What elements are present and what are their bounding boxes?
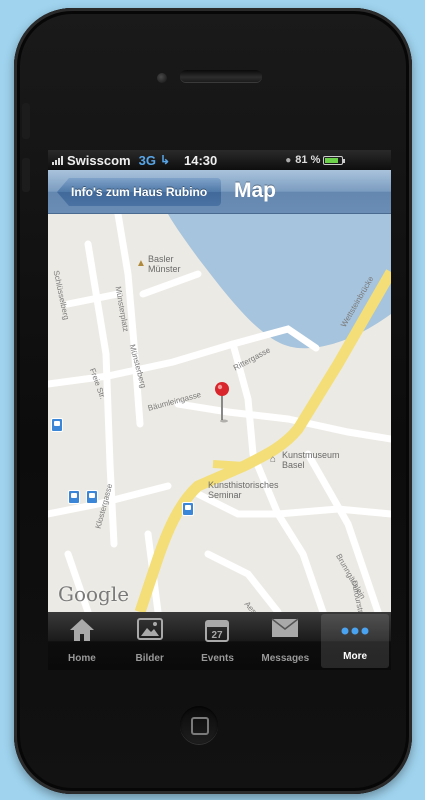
tram-stop-icon[interactable] <box>51 418 63 432</box>
battery-percent: 81 % <box>295 154 321 166</box>
tab-more[interactable]: More <box>321 614 389 668</box>
front-camera <box>157 73 167 83</box>
status-time: 14:30 <box>184 152 218 168</box>
major-road <box>134 269 391 612</box>
church-icon: ▲ <box>136 258 146 269</box>
tab-events[interactable]: 27 Events <box>184 612 252 670</box>
location-pin[interactable] <box>215 382 229 423</box>
carrier-name: Swisscom <box>67 152 131 168</box>
tram-stop-icon[interactable] <box>68 490 80 504</box>
label-basler-muenster: Basler Münster <box>148 254 181 274</box>
minor-roads <box>48 214 391 612</box>
volume-down-button <box>22 158 30 192</box>
tram-stop-icon[interactable] <box>86 490 98 504</box>
label-line: Basler <box>148 254 174 264</box>
picture-icon <box>136 618 163 640</box>
tab-bar: Home Bilder 27 Events Messages <box>48 612 391 670</box>
signal-icon <box>52 155 64 165</box>
label-line: Münster <box>148 264 181 274</box>
earpiece-speaker <box>180 70 262 82</box>
label-kunstmuseum: Kunstmuseum Basel <box>282 450 340 470</box>
tab-messages[interactable]: Messages <box>251 612 319 670</box>
volume-up-button <box>22 103 30 139</box>
lock-icon: ● <box>285 154 292 166</box>
tab-label: Messages <box>261 653 310 664</box>
tab-label: Home <box>68 653 96 664</box>
battery-fill <box>325 157 339 163</box>
label-line: Kunsthistorisches <box>208 480 279 490</box>
label-line: Kunstmuseum <box>282 450 340 460</box>
map-canvas <box>48 214 391 612</box>
phone-screen: Swisscom 3G ↳ 14:30 ● 81 % Info's zum Ha… <box>48 150 391 670</box>
back-button[interactable]: Info's zum Haus Rubino <box>57 178 221 206</box>
status-bar: Swisscom 3G ↳ 14:30 ● 81 % <box>48 150 391 170</box>
museum-icon: ⌂ <box>270 454 277 465</box>
tab-label: More <box>343 651 368 662</box>
more-dots-icon <box>341 627 369 635</box>
tab-bilder[interactable]: Bilder <box>116 612 184 670</box>
label-kunsthistorisches-seminar: Kunsthistorisches Seminar <box>208 480 279 500</box>
river-water <box>168 214 391 349</box>
tab-label: Events <box>201 653 234 664</box>
calendar-icon: 27 <box>205 620 230 642</box>
tab-home[interactable]: Home <box>48 612 116 670</box>
map-view[interactable]: ▲ Basler Münster ⌂ Kunstmuseum Basel Kun… <box>48 214 391 612</box>
battery-icon <box>323 155 346 165</box>
label-line: Seminar <box>208 490 242 500</box>
tab-label: Bilder <box>135 653 164 664</box>
network-type: 3G <box>138 152 156 168</box>
home-button[interactable] <box>180 706 218 744</box>
envelope-icon <box>271 618 299 637</box>
page-title: Map <box>234 179 276 202</box>
tram-stop-icon[interactable] <box>182 502 194 516</box>
calendar-day: 27 <box>212 630 224 641</box>
label-line: Basel <box>282 460 305 470</box>
activity-arrow-icon: ↳ <box>159 153 170 167</box>
house-icon <box>69 619 94 641</box>
google-attribution: Google <box>58 582 130 606</box>
navigation-bar: Info's zum Haus Rubino Map <box>48 170 391 214</box>
